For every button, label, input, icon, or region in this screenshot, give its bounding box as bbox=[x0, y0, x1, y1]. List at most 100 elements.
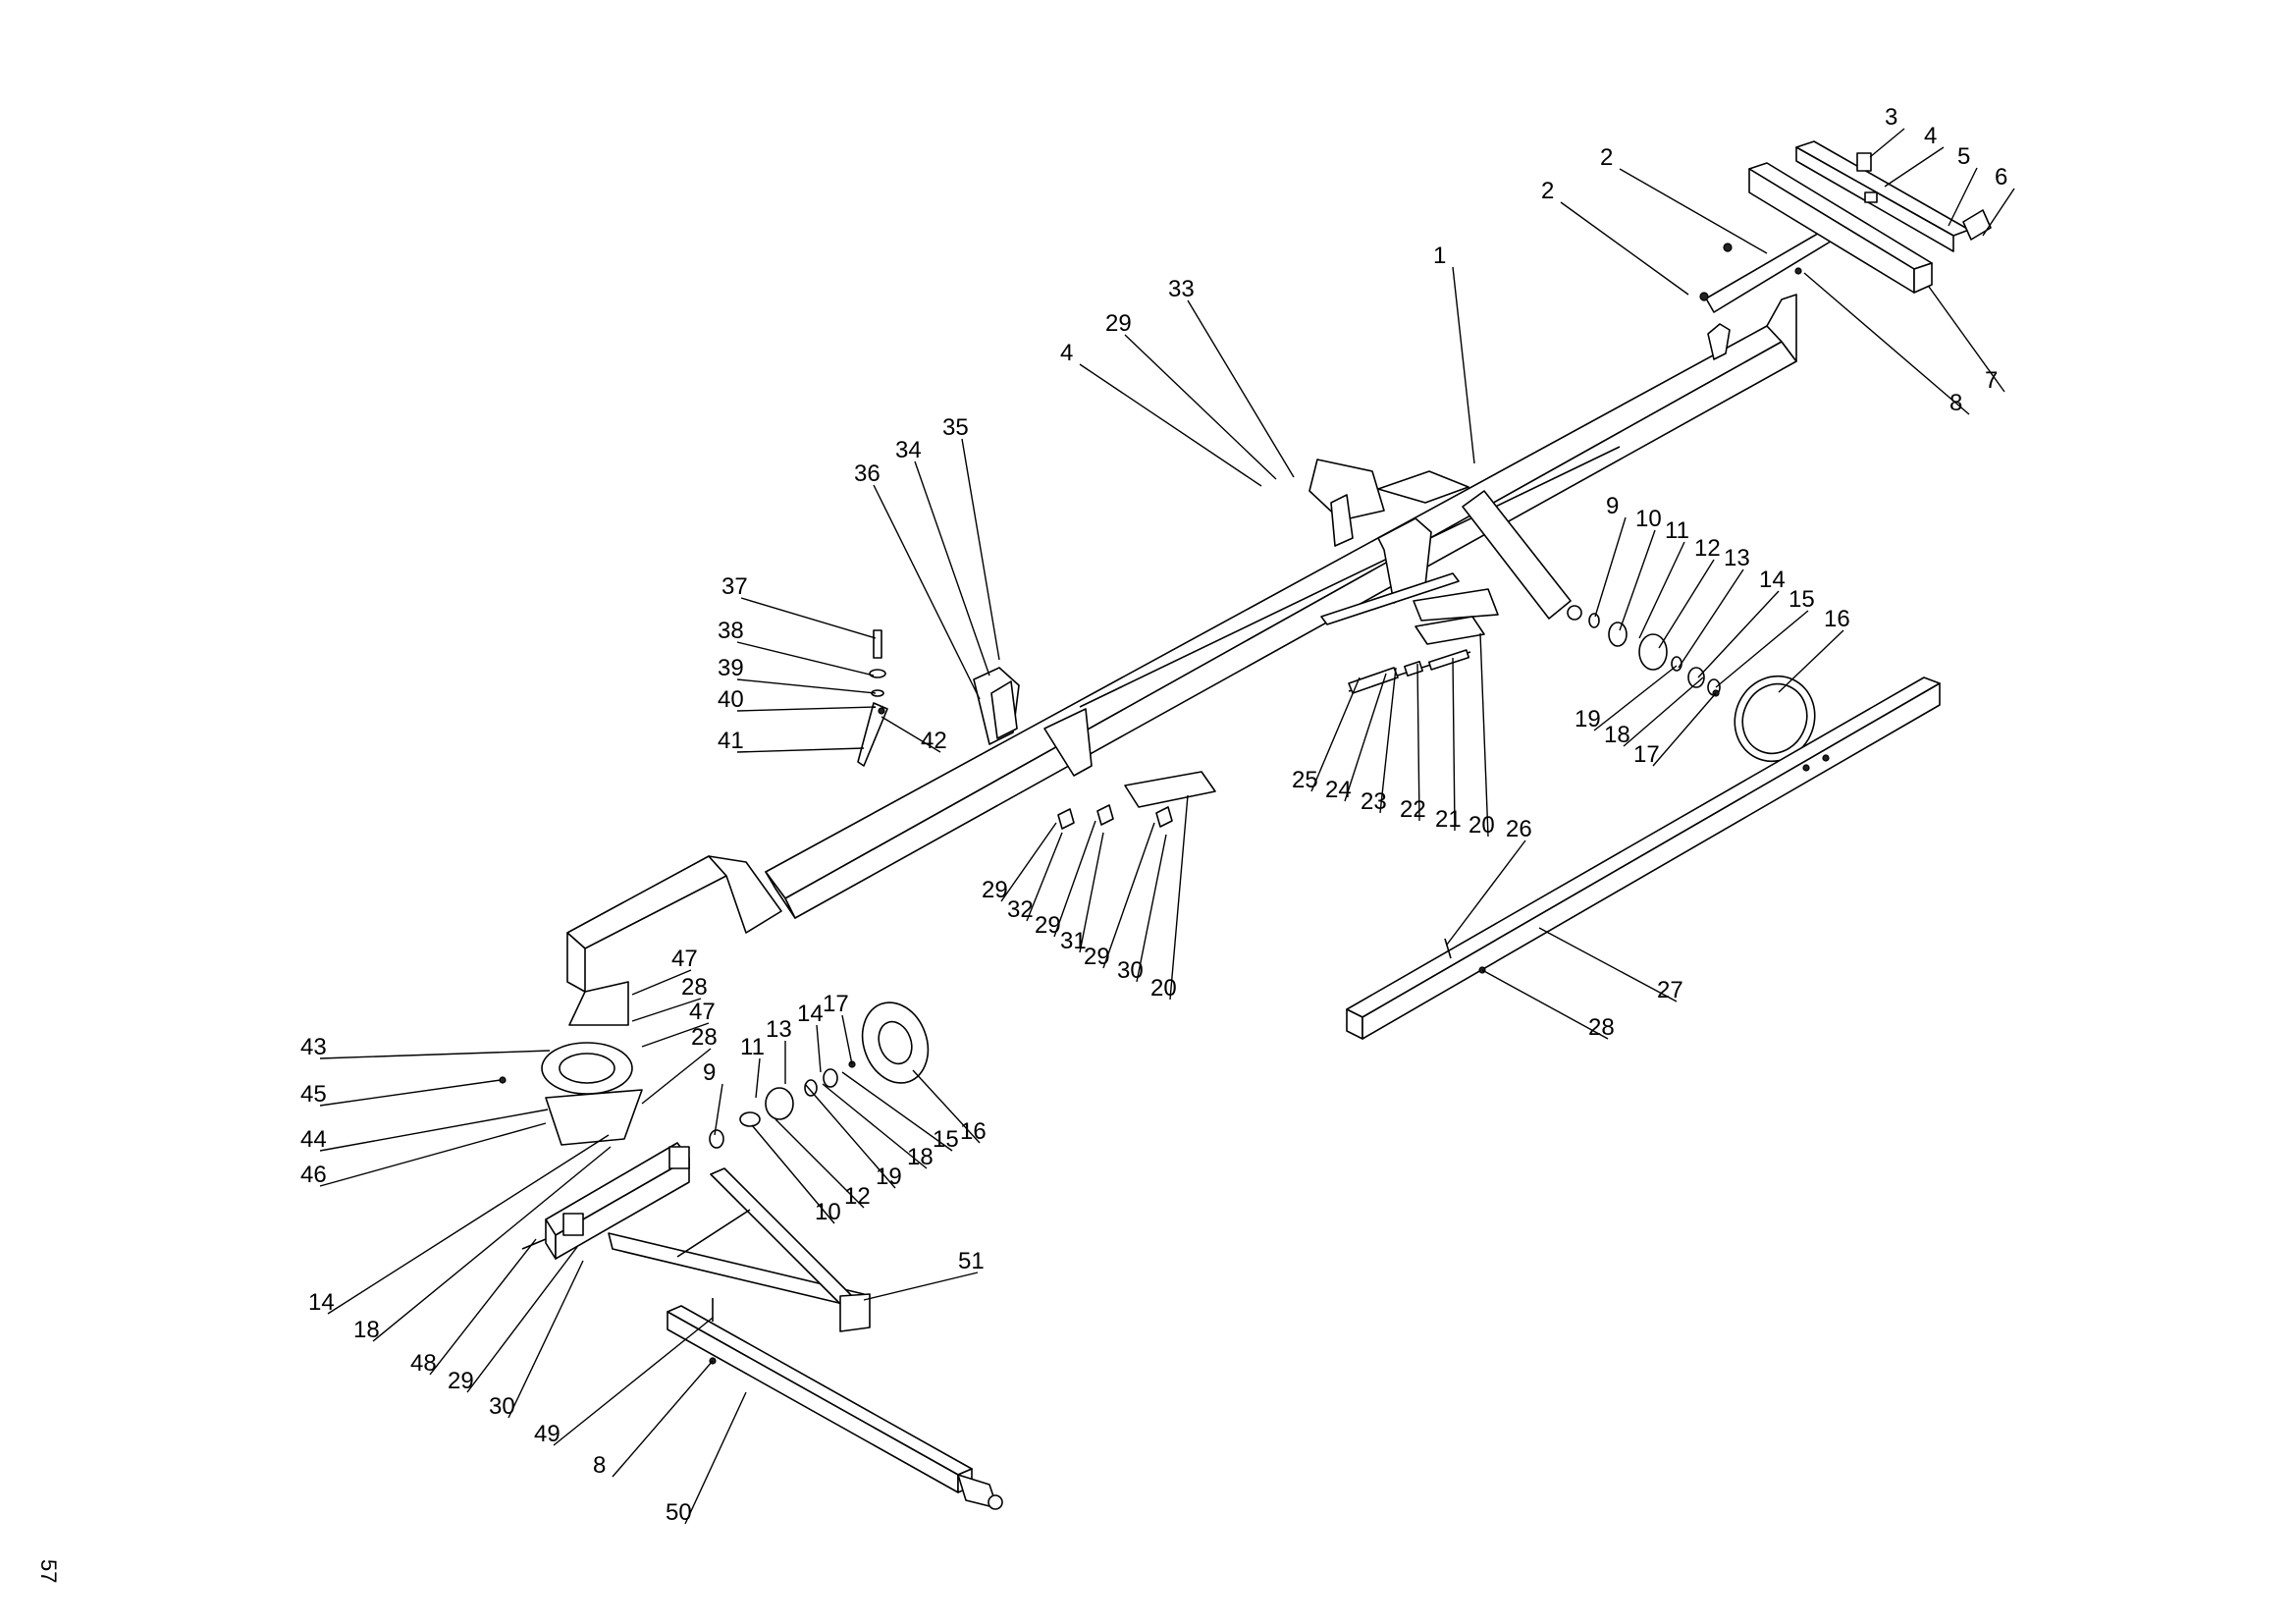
page-number: 57 bbox=[36, 1559, 61, 1583]
callout-number: 28 bbox=[1588, 1014, 1615, 1041]
callout-number: 18 bbox=[353, 1317, 380, 1343]
callout-number: 45 bbox=[300, 1081, 327, 1108]
callout-34: 34 bbox=[895, 437, 990, 677]
callout-leader-line bbox=[1452, 266, 1475, 464]
callout-13: 13 bbox=[1678, 545, 1750, 669]
callout-20: 20 bbox=[1468, 632, 1495, 839]
callout-leader-line bbox=[1638, 541, 1685, 639]
callout-leader-line bbox=[1948, 167, 1978, 227]
callout-number: 24 bbox=[1325, 777, 1352, 803]
callout-47: 47 bbox=[641, 999, 716, 1048]
callout-number: 9 bbox=[1606, 493, 1619, 519]
callout-leader-line bbox=[1187, 299, 1295, 478]
callout-leader-line bbox=[1416, 663, 1420, 822]
callout-12: 12 bbox=[1658, 535, 1721, 649]
callout-44: 44 bbox=[300, 1109, 549, 1153]
callout-leader-line bbox=[1053, 820, 1096, 938]
callout-number: 38 bbox=[718, 618, 744, 644]
callout-number: 9 bbox=[703, 1059, 716, 1086]
callout-number: 18 bbox=[907, 1144, 934, 1170]
callout-leader-line bbox=[1102, 822, 1155, 969]
callout-51: 51 bbox=[863, 1248, 985, 1301]
callout-number: 49 bbox=[534, 1421, 561, 1447]
callout-number: 50 bbox=[666, 1499, 692, 1526]
callout-leader-line bbox=[319, 1050, 551, 1059]
callout-number: 37 bbox=[721, 573, 748, 600]
callout-13: 13 bbox=[766, 1016, 792, 1084]
callout-number: 12 bbox=[1694, 535, 1721, 562]
callout-leader-line bbox=[1884, 146, 1945, 188]
callout-leader-line bbox=[327, 1134, 610, 1315]
callout-leader-line bbox=[822, 1083, 928, 1169]
callout-number: 2 bbox=[1600, 144, 1613, 171]
callout-number: 21 bbox=[1435, 806, 1462, 833]
callout-number: 29 bbox=[448, 1368, 474, 1394]
callout-number: 31 bbox=[1060, 928, 1087, 954]
callout-number: 35 bbox=[942, 414, 969, 441]
callout-31: 31 bbox=[1060, 832, 1104, 954]
callout-1: 1 bbox=[1433, 243, 1475, 464]
center-axle-mount bbox=[1308, 459, 1582, 625]
callout-8: 8 bbox=[1803, 272, 1970, 416]
callout-29: 29 bbox=[1035, 820, 1096, 939]
callout-leader-line bbox=[863, 1272, 979, 1301]
callout-17: 17 bbox=[823, 991, 853, 1065]
callout-number: 14 bbox=[1759, 567, 1786, 593]
callout-12: 12 bbox=[774, 1118, 871, 1210]
callout-leader-line bbox=[1778, 629, 1844, 693]
callout-leader-line bbox=[1169, 794, 1189, 1001]
callout-leader-line bbox=[881, 716, 941, 753]
callout-35: 35 bbox=[942, 414, 1000, 661]
callout-number: 48 bbox=[410, 1350, 437, 1377]
callout-25: 25 bbox=[1292, 677, 1361, 793]
callout-leader-line bbox=[1452, 657, 1456, 832]
callout-number: 18 bbox=[1604, 722, 1630, 748]
callout-number: 8 bbox=[593, 1452, 606, 1479]
callout-leader-line bbox=[1344, 673, 1387, 802]
callout-number: 44 bbox=[300, 1126, 327, 1153]
callout-21: 21 bbox=[1435, 657, 1462, 833]
callout-number: 29 bbox=[982, 877, 1008, 903]
callout-number: 1 bbox=[1433, 243, 1446, 269]
callout-30: 30 bbox=[1117, 834, 1167, 984]
callout-leader-line bbox=[507, 1260, 584, 1419]
callout-leader-line bbox=[631, 969, 692, 996]
callout-leader-line bbox=[319, 1079, 502, 1107]
callout-number: 17 bbox=[1633, 741, 1660, 768]
callout-number: 39 bbox=[718, 655, 744, 681]
callout-8: 8 bbox=[593, 1360, 714, 1479]
callout-leader-line bbox=[1479, 632, 1489, 838]
callout-leader-line bbox=[816, 1024, 822, 1073]
callout-leader-line bbox=[1619, 168, 1768, 254]
callout-leader-line bbox=[1379, 667, 1397, 814]
callout-leader-line bbox=[1446, 839, 1526, 946]
callout-leader-line bbox=[914, 460, 990, 677]
callout-leader-line bbox=[1136, 834, 1167, 983]
callout-number: 36 bbox=[854, 460, 881, 487]
callout-leader-line bbox=[841, 1014, 853, 1065]
callout-leader-line bbox=[1619, 529, 1656, 631]
left-axle-beam bbox=[521, 1142, 690, 1260]
callout-37: 37 bbox=[721, 573, 877, 639]
callout-number: 11 bbox=[740, 1034, 765, 1060]
callout-leader-line bbox=[319, 1109, 549, 1152]
tow-bar bbox=[667, 1298, 1003, 1510]
callout-leader-line bbox=[736, 678, 877, 694]
callout-leader-line bbox=[1481, 969, 1609, 1040]
main-frame-beam bbox=[765, 227, 1835, 919]
callout-leader-line bbox=[1652, 692, 1717, 767]
callout-number: 22 bbox=[1400, 796, 1426, 823]
callout-number: 41 bbox=[718, 728, 744, 754]
callout-leader-line bbox=[553, 1317, 714, 1446]
callout-leader-line bbox=[841, 1071, 953, 1152]
callout-leader-line bbox=[740, 597, 877, 639]
callout-number: 19 bbox=[1575, 706, 1601, 732]
right-support-leg bbox=[1346, 677, 1941, 1040]
callout-leader-line bbox=[755, 1057, 761, 1099]
callout-14: 14 bbox=[797, 1001, 824, 1073]
callout-30: 30 bbox=[489, 1260, 584, 1420]
rear-cross-member bbox=[1699, 140, 1992, 301]
callout-28: 28 bbox=[641, 1024, 718, 1105]
callout-number: 30 bbox=[489, 1393, 515, 1420]
